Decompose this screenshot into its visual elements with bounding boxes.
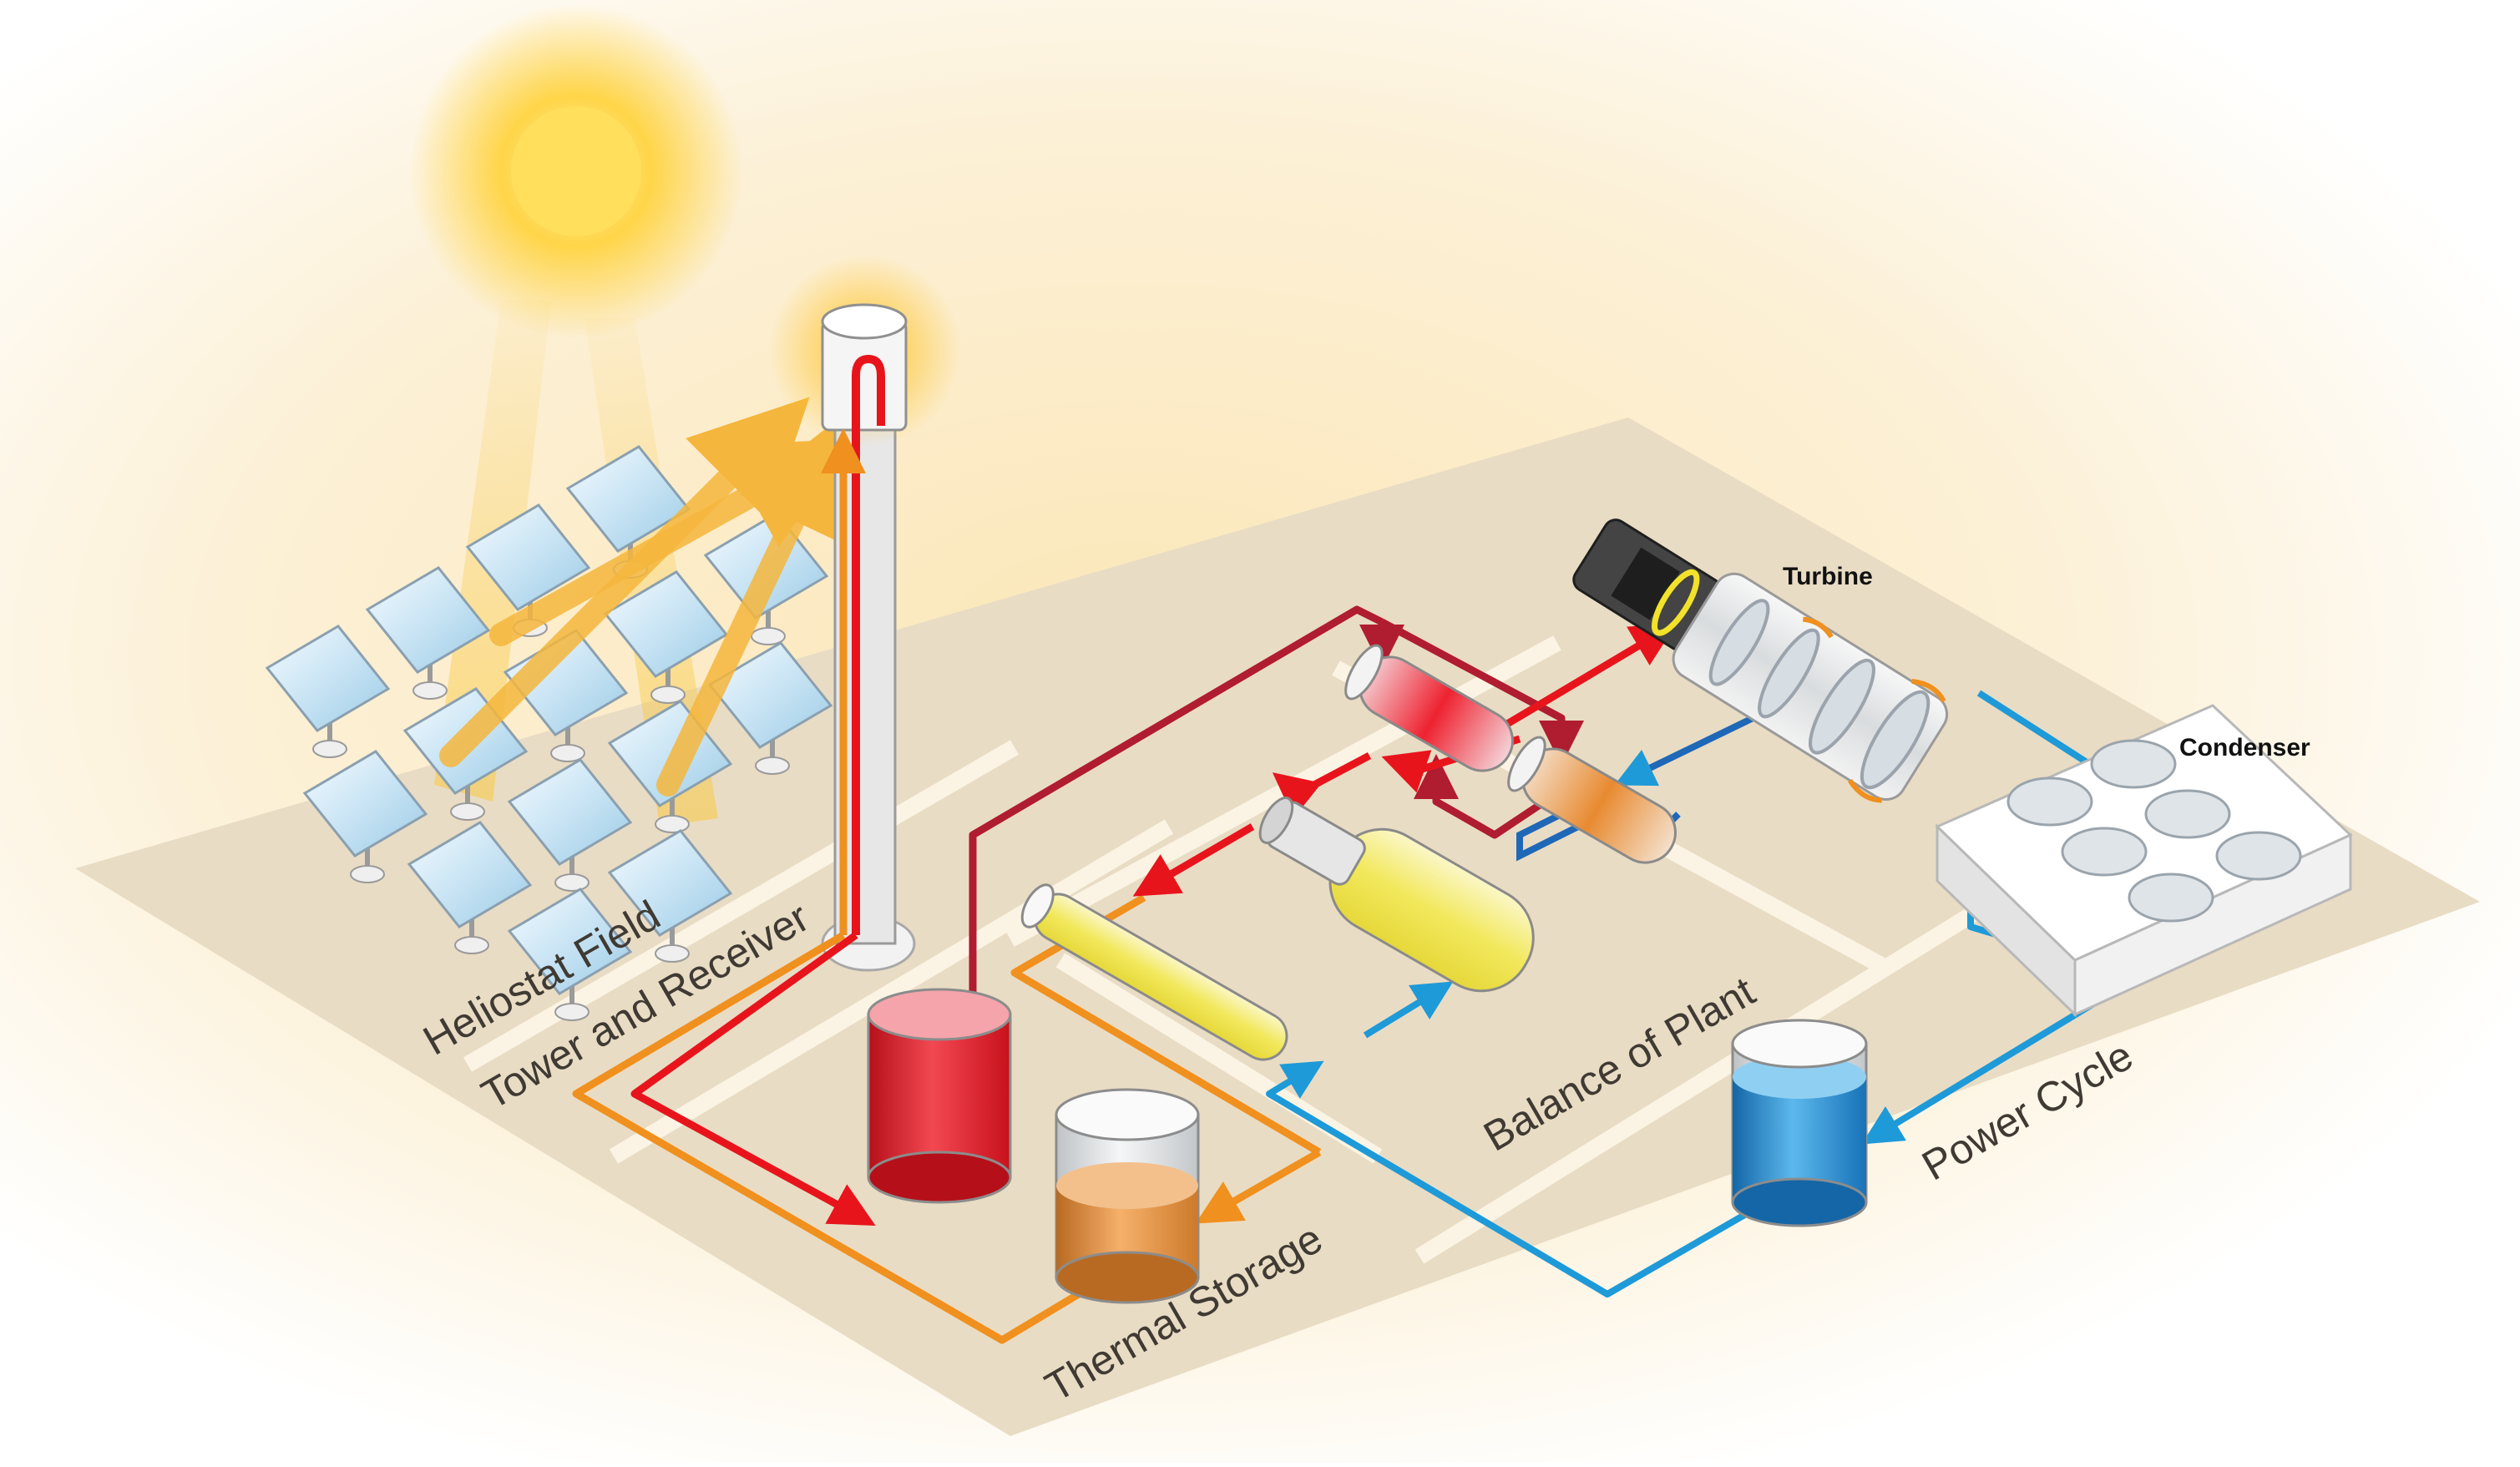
- heliostat-mirror: [407, 821, 533, 954]
- sun-icon: [511, 106, 641, 236]
- heliostat-mirror: [603, 570, 729, 704]
- evaporator-drum: [1258, 797, 1535, 993]
- heliostat-mirror: [607, 829, 733, 963]
- reflected-beams: [439, 397, 853, 797]
- heliostat-mirror: [365, 566, 491, 700]
- receiver-tower: [769, 255, 961, 972]
- turbine-icon: [1572, 519, 1949, 803]
- condenser-label: Condenser: [2179, 734, 2310, 761]
- condenser-icon: [1935, 704, 2353, 1018]
- condenser-fan-icon: [2128, 873, 2214, 923]
- heliostat-mirror: [707, 641, 833, 775]
- heliostat-mirror: [507, 758, 633, 892]
- heliostat-mirror: [507, 888, 633, 1021]
- turbine-label: Turbine: [1783, 563, 1873, 590]
- condenser-fan-icon: [2090, 739, 2177, 789]
- water-tank: [1731, 1019, 1868, 1227]
- hot-storage-tank: [867, 988, 1012, 1204]
- receiver-hot-pipe: [852, 354, 885, 935]
- condenser-fan-icon: [2061, 827, 2148, 877]
- heliostat-mirror: [302, 750, 428, 883]
- hot-salt-to-hx-pipe: [969, 605, 1384, 1035]
- cold-salt-return-pipe: [572, 932, 1084, 1344]
- superheater-exchanger: [1344, 644, 1514, 772]
- condenser-fan-icon: [2006, 776, 2093, 827]
- condenser-fan-icon: [2144, 789, 2231, 839]
- condenser-fan-icon: [2215, 831, 2302, 881]
- reflected-beam-3: [656, 414, 847, 797]
- heliostat-mirror: [265, 625, 391, 758]
- reflected-beam-1: [439, 397, 810, 767]
- heat-exchangers: [1020, 644, 1677, 1061]
- feedwater-pipe: [1266, 1060, 1798, 1298]
- cold-salt-to-tank-pipe: [1195, 1149, 1322, 1224]
- feedwater-to-evaporator: [1363, 981, 1454, 1039]
- preheater-exchanger: [1020, 883, 1288, 1061]
- reheater-exchanger: [1507, 736, 1677, 864]
- hot-salt-pipe: [630, 932, 876, 1226]
- cold-storage-tank: [1055, 1088, 1200, 1304]
